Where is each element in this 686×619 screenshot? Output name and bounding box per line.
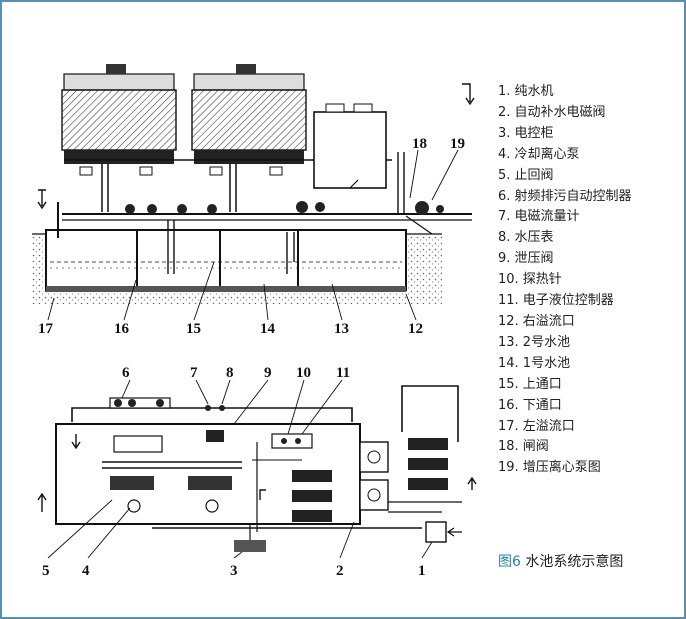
label-13: 13 — [334, 321, 349, 337]
legend-item: 3. 电控柜 — [498, 125, 554, 141]
figure-title: 水池系统示意图 — [525, 554, 624, 570]
legend-item: 5. 止回阀 — [498, 167, 554, 183]
legend-item: 14. 1号水池 — [498, 355, 571, 371]
legend-item: 15. 上通口 — [498, 376, 562, 392]
label-12: 12 — [408, 321, 423, 337]
legend-item: 7. 电磁流量计 — [498, 209, 580, 225]
component-legend: 1. 纯水机 2. 自动补水电磁阀 3. 电控柜 4. 冷却离心泵 5. 止回阀… — [498, 82, 684, 479]
legend-item: 12. 右溢流口 — [498, 313, 575, 329]
cooling-tower-2 — [191, 64, 307, 212]
control-cabinet-plan — [234, 540, 266, 552]
label-4: 4 — [82, 563, 90, 579]
legend-item: 18. 闸阀 — [498, 439, 549, 455]
label-8: 8 — [226, 365, 234, 381]
label-6: 6 — [122, 365, 130, 381]
plan-bottom-numbers: 5 4 3 2 1 — [42, 563, 426, 579]
legend-item: 1. 纯水机 — [498, 84, 554, 99]
pure-water-machine — [425, 521, 447, 543]
elevation-numbers: 17 16 15 14 13 12 18 19 — [38, 136, 465, 337]
label-16: 16 — [114, 321, 130, 337]
control-cabinet — [313, 111, 387, 189]
label-2: 2 — [336, 563, 344, 579]
label-10: 10 — [296, 365, 311, 381]
label-3: 3 — [230, 563, 238, 579]
legend-item: 11. 电子液位控制器 — [498, 293, 614, 309]
label-15: 15 — [186, 321, 201, 337]
legend-item: 10. 探热针 — [498, 272, 562, 288]
label-18: 18 — [412, 136, 427, 152]
legend-item: 17. 左溢流口 — [498, 418, 575, 434]
legend-item: 4. 冷却离心泵 — [498, 146, 580, 162]
plan-top-numbers: 6 7 8 9 10 11 — [122, 365, 350, 381]
label-7: 7 — [190, 365, 198, 381]
figure-caption: 图6 水池系统示意图 — [498, 551, 623, 571]
legend-item: 9. 泄压阀 — [498, 251, 554, 267]
elevation-view — [32, 64, 475, 304]
label-14: 14 — [260, 321, 276, 337]
label-11: 11 — [336, 365, 350, 381]
legend-item: 2. 自动补水电磁阀 — [498, 104, 606, 120]
plan-view — [37, 149, 477, 559]
label-17: 17 — [38, 321, 54, 337]
legend-item: 8. 水压表 — [498, 230, 554, 246]
legend-item: 13. 2号水池 — [498, 334, 571, 350]
label-1: 1 — [418, 563, 426, 579]
label-5: 5 — [42, 563, 50, 579]
label-19: 19 — [450, 136, 465, 152]
cooling-tower-1 — [61, 64, 177, 212]
legend-item: 6. 射频排污自动控制器 — [498, 188, 632, 204]
figure-number: 图6 — [498, 554, 521, 570]
legend-item: 19. 增压离心泵图 — [498, 460, 601, 476]
legend-item: 16. 下通口 — [498, 397, 562, 413]
label-9: 9 — [264, 365, 272, 381]
